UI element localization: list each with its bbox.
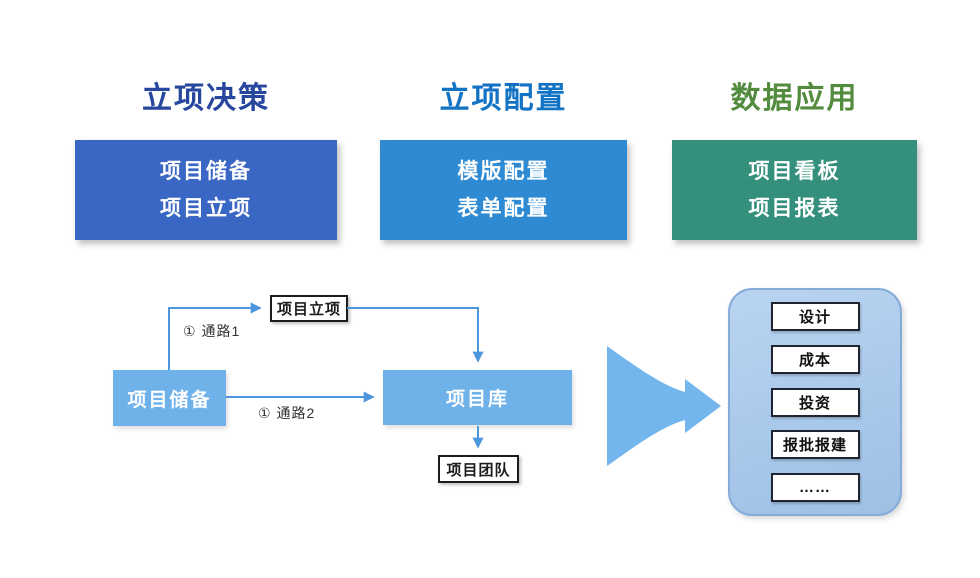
flow-node-project-reserve: 项目储备: [113, 370, 226, 426]
column-header-data-app: 数据应用: [730, 82, 859, 115]
panel-item-investment: 投资: [770, 387, 860, 417]
stage-item: 项目立项: [160, 197, 252, 220]
stage-item: 项目报表: [748, 197, 841, 220]
stage-item: 项目看板: [748, 160, 841, 183]
path2-label: ① 通路2: [258, 405, 316, 421]
flow-node-project-library: 项目库: [383, 370, 572, 425]
column-header-decision: 立项决策: [142, 82, 270, 115]
column-header-config: 立项配置: [439, 82, 568, 115]
stage-box-decision: 项目储备 项目立项: [75, 140, 337, 240]
stage-item: 项目储备: [160, 160, 252, 183]
panel-item-design: 设计: [770, 302, 860, 331]
panel-item-approval: 报批报建: [770, 430, 860, 460]
stage-item: 表单配置: [457, 197, 550, 220]
panel-item-ellipsis: ……: [770, 473, 860, 502]
stage-item: 模版配置: [457, 160, 550, 183]
arrow-initiation-to-library: [347, 307, 484, 363]
panel-item-cost: 成本: [770, 344, 860, 374]
stage-box-config: 模版配置 表单配置: [380, 140, 627, 240]
big-funnel-arrow-icon: [607, 346, 721, 466]
data-application-panel: 设计 成本 投资 报批报建 ……: [728, 288, 902, 516]
path1-label: ① 通路1: [183, 323, 241, 339]
flow-node-project-team: 项目团队: [438, 455, 519, 483]
stage-box-data-app: 项目看板 项目报表: [672, 140, 917, 240]
flow-node-project-initiation: 项目立项: [270, 295, 348, 322]
